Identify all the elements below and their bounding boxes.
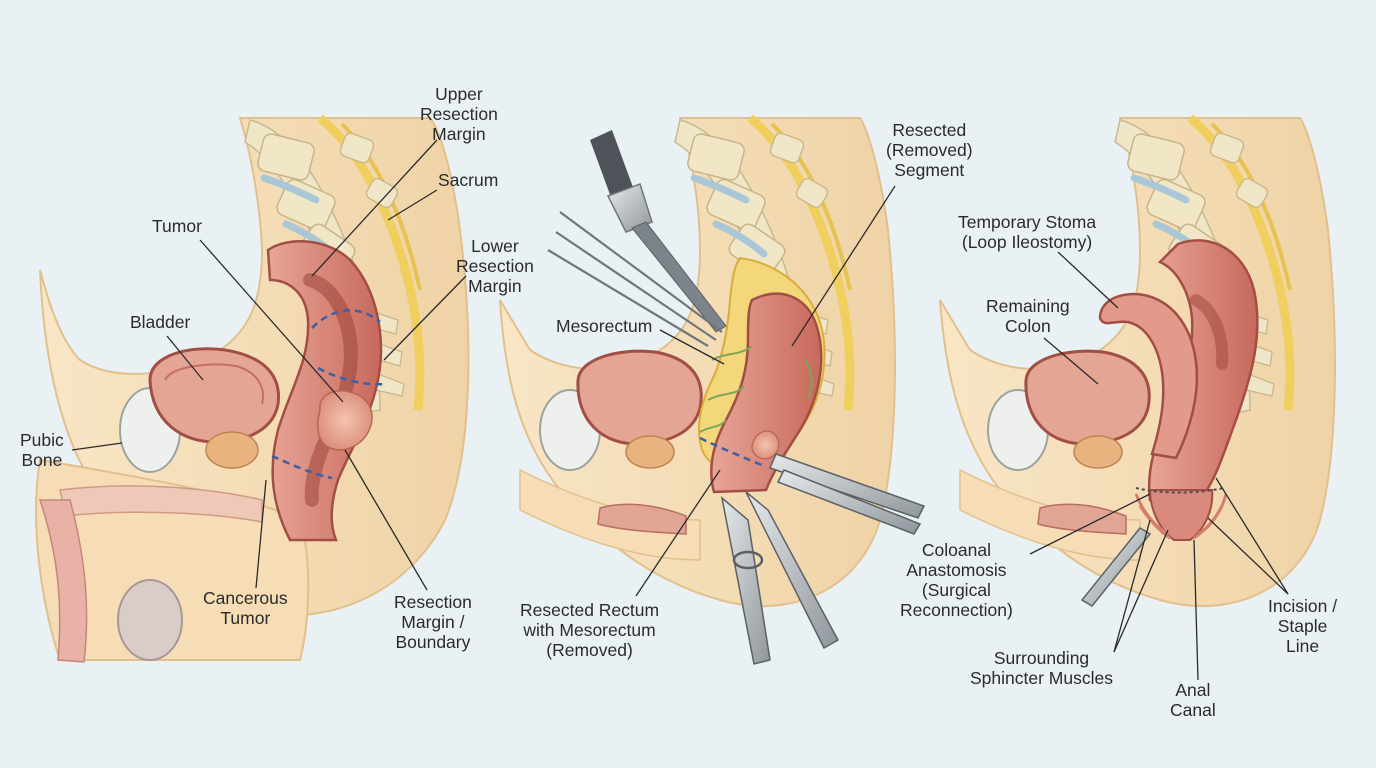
colon-lumen	[1190, 294, 1229, 370]
laparoscope-instrument	[590, 130, 727, 333]
label-pubic-bone: Pubic Bone	[20, 430, 64, 470]
label-surrounding-sphincter-muscles: Surrounding Sphincter Muscles	[970, 648, 1113, 688]
label-temporary-stoma: Temporary Stoma (Loop Ileostomy)	[958, 212, 1097, 252]
tumor-mass	[316, 390, 373, 451]
label-sacrum: Sacrum	[438, 170, 499, 190]
label-upper-resection-margin: Upper Resection Margin	[420, 84, 498, 144]
rectum-lumen	[303, 273, 358, 507]
sphincter-muscles	[1134, 493, 1228, 540]
label-cancerous-tumor: Cancerous Tumor	[203, 588, 288, 628]
testis	[117, 579, 183, 661]
panel-3-leaders	[1029, 251, 1289, 681]
panel-2-leaders	[635, 185, 896, 597]
label-remaining-colon: Remaining Colon	[986, 296, 1070, 336]
clamp-instruments	[720, 453, 926, 665]
grasping-instruments	[547, 211, 723, 347]
tumor-mass-2	[751, 430, 780, 460]
label-resected-removed-segment: Resected (Removed) Segment	[886, 120, 973, 180]
distal-cut-line	[699, 436, 765, 468]
label-resected-rectum-with-mesorectum: Resected Rectum with Mesorectum (Removed…	[520, 600, 660, 660]
label-lower-resection-margin: Lower Resection Margin	[456, 236, 534, 296]
urethra-2	[597, 503, 687, 535]
label-bladder: Bladder	[130, 312, 191, 332]
mesorectal-vessels	[699, 345, 813, 433]
bladder-shape-3	[1024, 349, 1151, 446]
bladder-shape-2	[576, 349, 703, 446]
middle-margin-line	[317, 366, 387, 386]
bladder-wall	[164, 363, 264, 405]
prostate-3	[1073, 435, 1123, 469]
label-mesorectum: Mesorectum	[556, 316, 653, 336]
panel-1-illustration	[35, 118, 470, 663]
panel-1-leaders	[71, 139, 467, 591]
anal-canal-shape	[1148, 489, 1214, 541]
label-anal-canal: Anal Canal	[1170, 680, 1216, 720]
prostate-2	[625, 435, 675, 469]
loop-ileostomy-shape	[1098, 292, 1199, 460]
label-incision-staple-line: Incision / Staple Line	[1268, 596, 1338, 656]
label-tumor: Tumor	[152, 216, 202, 236]
prostate	[205, 431, 259, 469]
upper-margin-line	[311, 309, 381, 329]
bladder-shape	[148, 347, 280, 444]
panel-2-illustration	[499, 118, 926, 665]
lower-margin-line	[271, 454, 333, 480]
staple-line	[1135, 487, 1225, 494]
penis	[38, 499, 88, 663]
label-coloanal-anastomosis: Coloanal Anastomosis (Surgical Reconnect…	[900, 540, 1013, 620]
urethra-3	[1037, 503, 1127, 535]
panel-3-illustration	[939, 118, 1336, 681]
label-resection-margin-boundary: Resection Margin / Boundary	[394, 592, 472, 652]
